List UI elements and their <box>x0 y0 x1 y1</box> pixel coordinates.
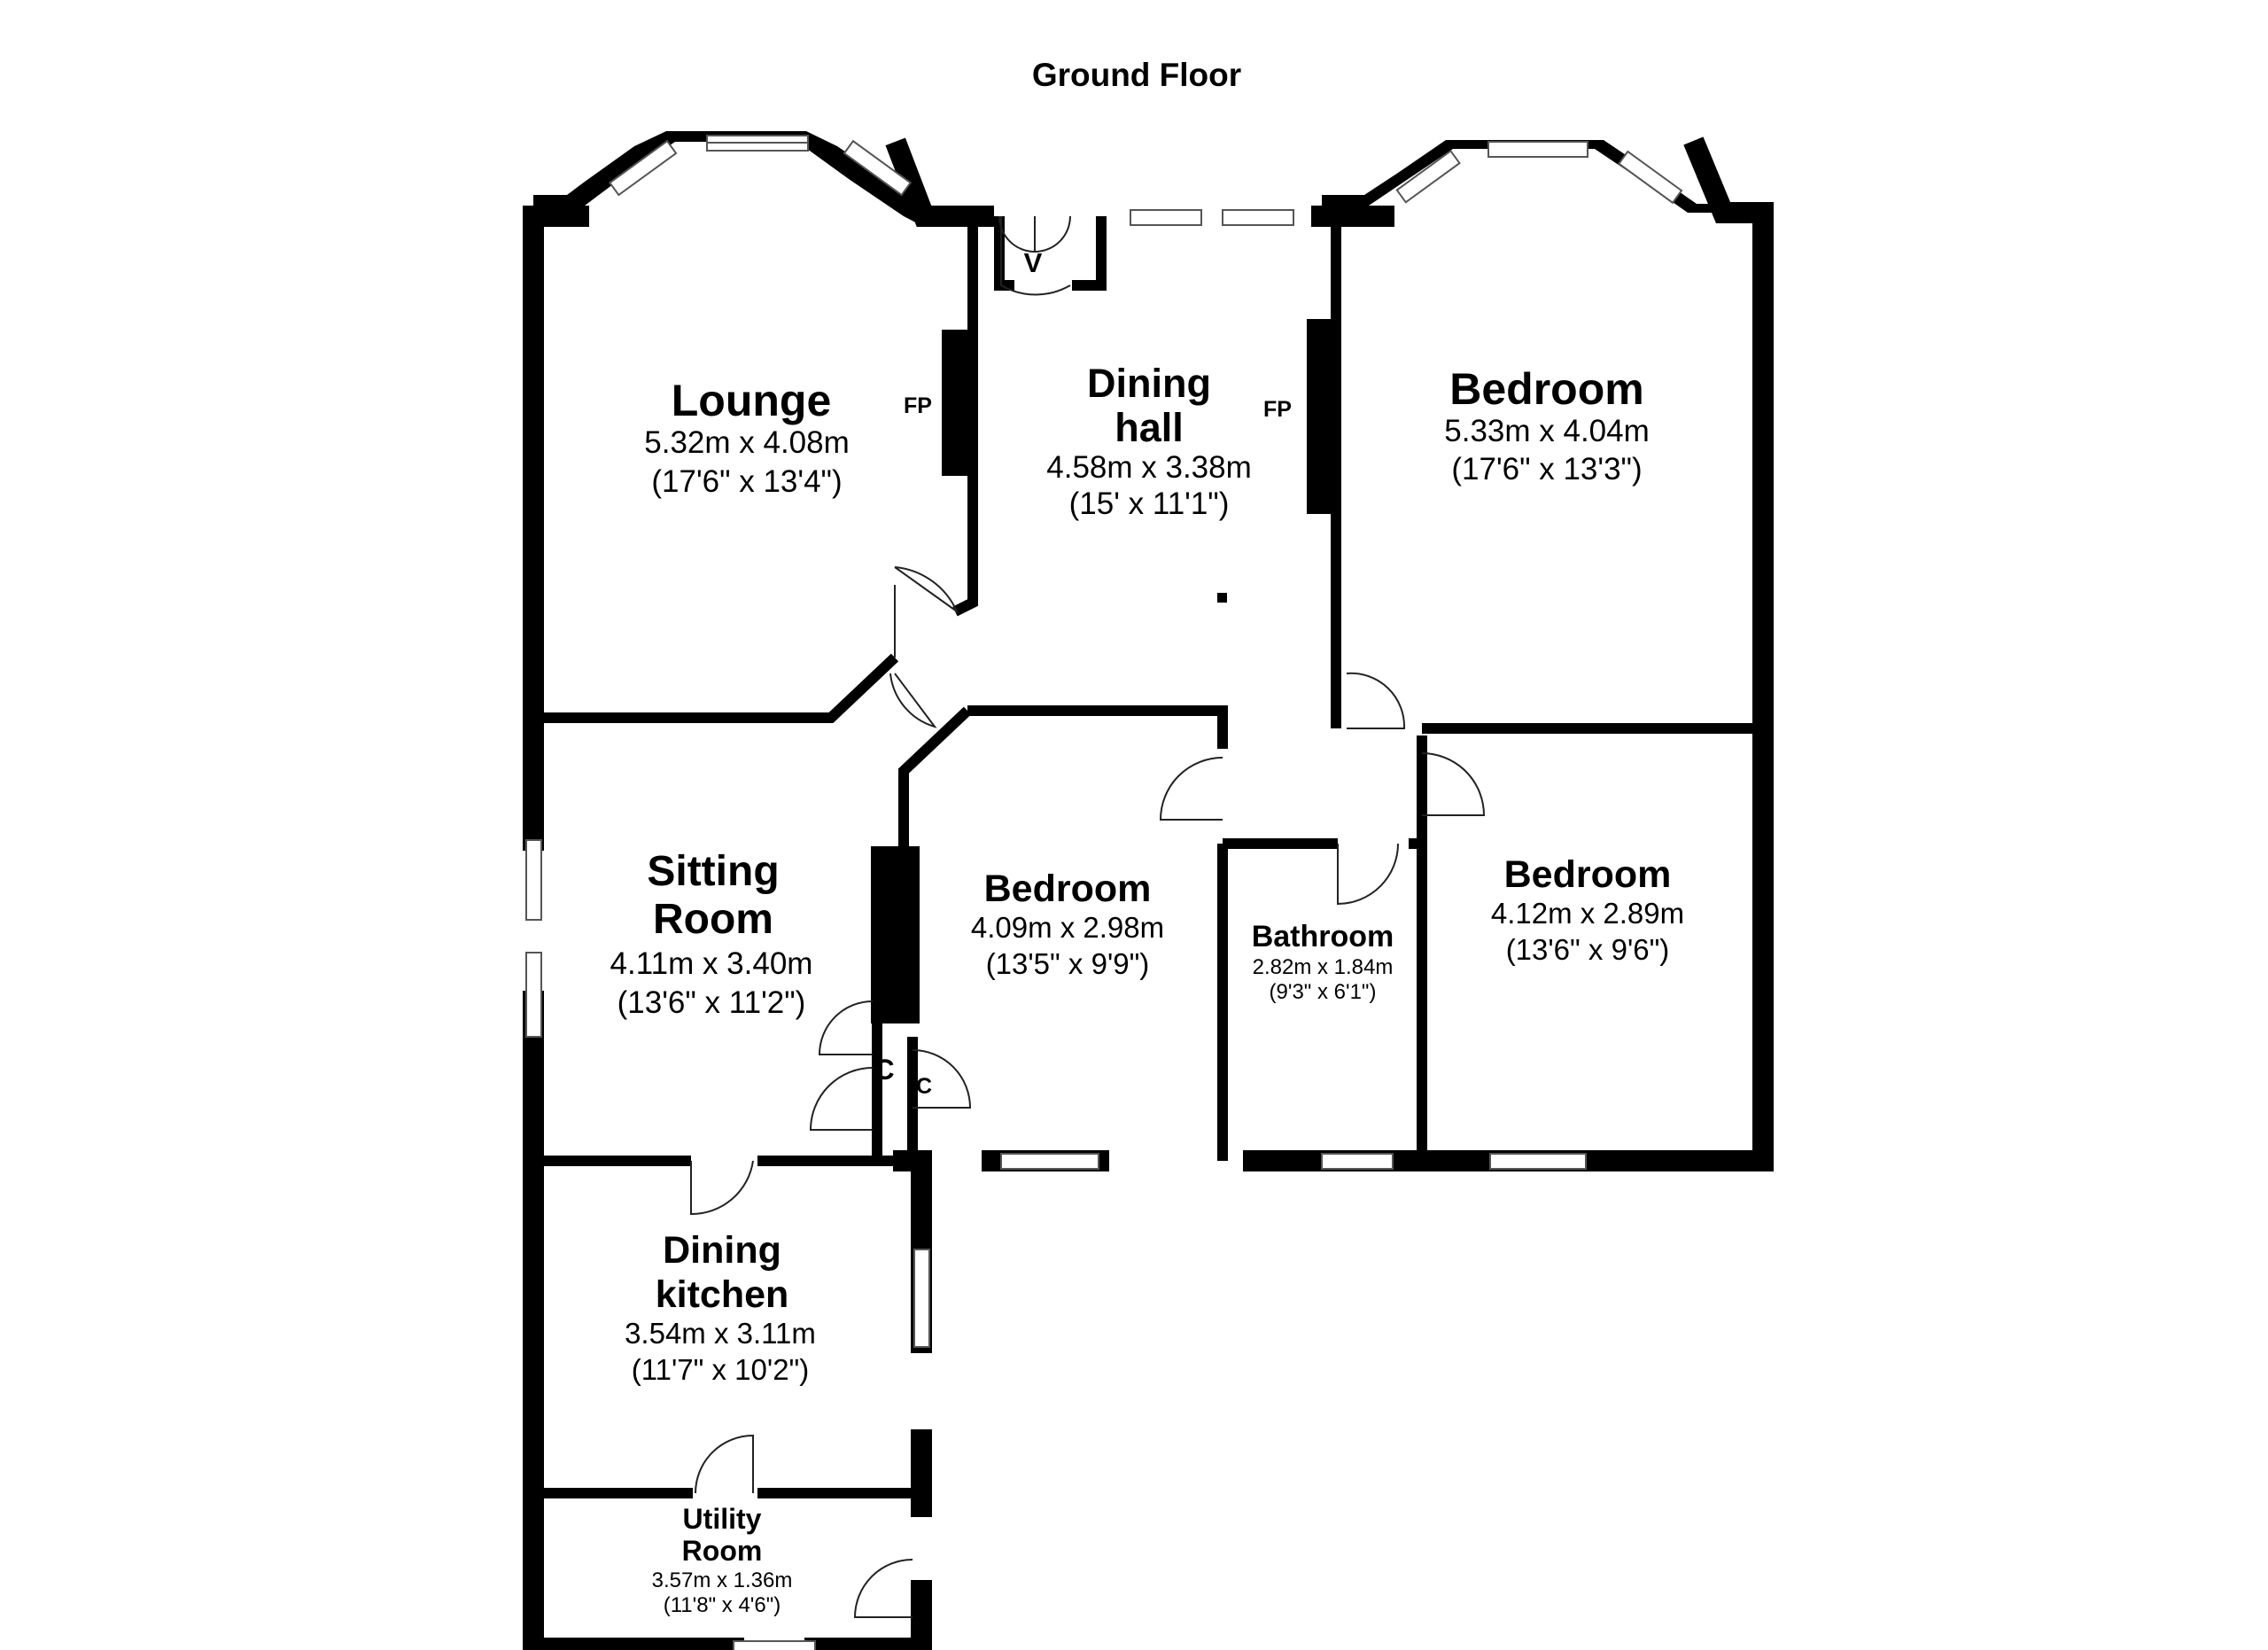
room-bedroom-middle: Bedroom 4.09m x 2.98m (13'5" x 9'9") <box>971 868 1164 980</box>
room-dining-kitchen-name-1: Dining <box>663 1229 781 1272</box>
lounge-bay <box>533 131 924 227</box>
room-utility-room: Utility Room 3.57m x 1.36m (11'8" x 4'6"… <box>652 1503 793 1617</box>
room-sitting-room: Sitting Room 4.11m x 3.40m (13'6" x 11'2… <box>610 848 813 1020</box>
room-bedroom-middle-name: Bedroom <box>984 868 1152 910</box>
room-bedroom-rear-imperial: (13'6" x 9'6") <box>1506 933 1670 966</box>
room-bedroom-rear-metric: 4.12m x 2.89m <box>1491 897 1684 930</box>
room-bedroom-middle-metric: 4.09m x 2.98m <box>971 911 1164 944</box>
room-bedroom-middle-imperial: (13'5" x 9'9") <box>986 947 1150 980</box>
hall-marker <box>1217 593 1227 603</box>
room-dining-kitchen-name-2: kitchen <box>656 1273 789 1316</box>
room-dining-kitchen-imperial: (11'7" x 10'2") <box>632 1353 810 1386</box>
room-dining-hall-metric: 4.58m x 3.38m <box>1046 450 1252 485</box>
room-dining-hall-name-2: hall <box>1115 405 1184 450</box>
room-bedroom-rear: Bedroom 4.12m x 2.89m (13'6" x 9'6") <box>1491 853 1684 966</box>
room-dining-hall: Dining hall 4.58m x 3.38m (15' x 11'1") <box>1046 361 1252 521</box>
room-bathroom-metric: 2.82m x 1.84m <box>1253 955 1394 979</box>
room-dining-kitchen-metric: 3.54m x 3.11m <box>625 1317 816 1350</box>
fireplace-label-lounge: FP <box>904 393 932 418</box>
room-dining-hall-imperial: (15' x 11'1") <box>1069 486 1230 521</box>
room-sitting-room-name-1: Sitting <box>647 848 779 895</box>
cupboard-label-bedroom: C <box>916 1074 932 1099</box>
room-utility-room-metric: 3.57m x 1.36m <box>652 1568 793 1592</box>
room-bathroom-imperial: (9'3" x 6'1") <box>1270 980 1377 1004</box>
windows <box>525 135 1683 1650</box>
room-lounge: Lounge 5.32m x 4.08m (17'6" x 13'4") <box>644 376 850 499</box>
doors <box>690 215 1486 1618</box>
room-bedroom-rear-name: Bedroom <box>1504 853 1672 896</box>
fireplace-label-hall: FP <box>1263 397 1292 422</box>
room-sitting-room-imperial: (13'6" x 11'2") <box>617 985 806 1020</box>
room-dining-kitchen: Dining kitchen 3.54m x 3.11m (11'7" x 10… <box>625 1229 816 1386</box>
room-lounge-metric: 5.32m x 4.08m <box>644 425 850 460</box>
vestibule-label: V <box>1024 247 1043 278</box>
room-utility-room-name-1: Utility <box>683 1503 762 1535</box>
room-bedroom-front: Bedroom 5.33m x 4.04m (17'6" x 13'3") <box>1444 364 1650 486</box>
room-utility-room-imperial: (11'8" x 4'6") <box>664 1593 781 1617</box>
floor-title: Ground Floor <box>1032 57 1241 93</box>
room-bathroom: Bathroom 2.82m x 1.84m (9'3" x 6'1") <box>1252 920 1394 1004</box>
chimney-breasts <box>871 319 1333 1023</box>
room-dining-hall-name-1: Dining <box>1087 361 1211 406</box>
room-bedroom-front-imperial: (17'6" x 13'3") <box>1451 452 1642 486</box>
bedroom-bay <box>1322 140 1763 213</box>
room-sitting-room-metric: 4.11m x 3.40m <box>610 946 813 981</box>
room-bedroom-front-metric: 5.33m x 4.04m <box>1444 414 1650 448</box>
cupboard-label-sitting: C <box>874 1054 894 1086</box>
room-utility-room-name-2: Room <box>682 1535 763 1567</box>
room-bathroom-name: Bathroom <box>1252 920 1394 953</box>
room-sitting-room-name-2: Room <box>653 896 773 943</box>
room-lounge-name: Lounge <box>672 376 832 425</box>
room-bedroom-front-name: Bedroom <box>1449 364 1643 414</box>
room-lounge-imperial: (17'6" x 13'4") <box>651 464 842 499</box>
